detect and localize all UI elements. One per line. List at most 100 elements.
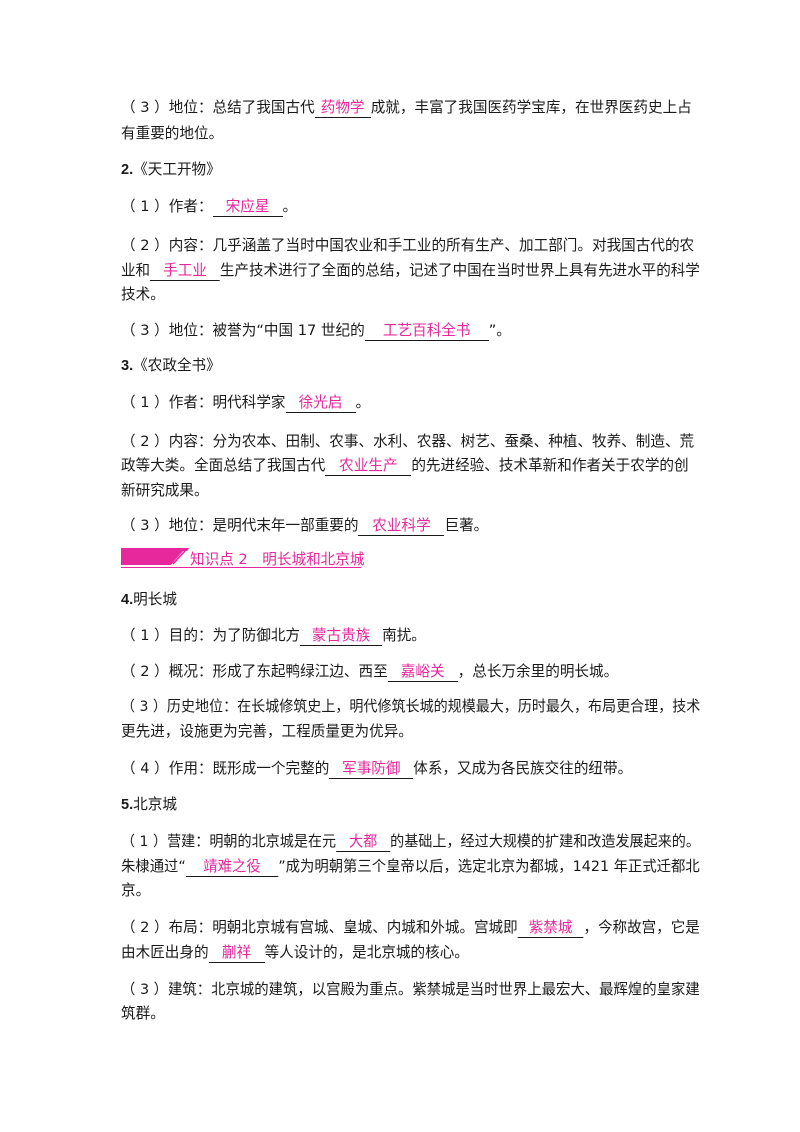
text: （ 1 ）作者： bbox=[121, 198, 213, 215]
text: ，总长万余里的明长城。 bbox=[457, 663, 619, 680]
text: （ 3 ）历史地位：在长城修筑史上，明代修筑长城的规模最大，历时最久，布局更合理… bbox=[121, 698, 701, 715]
text: （ 2 ）布局：明朝北京城有宫城、皇城、内城和外城。宫城即 bbox=[121, 919, 518, 936]
text: ”成为明朝第三个皇帝以后，选定北京为都城，1421 年正式迁都北 bbox=[278, 858, 700, 875]
heading-title: 《农政全书》 bbox=[133, 357, 221, 374]
beijing-p1-line3: 京。 bbox=[121, 881, 150, 901]
book1-p3-line2: 有重要的地位。 bbox=[121, 124, 223, 144]
heading-number: 5. bbox=[121, 797, 134, 813]
answer-blank: 军事防御 bbox=[329, 760, 414, 779]
answer-text: 农业生产 bbox=[339, 457, 398, 474]
text: （ 1 ）营建：明朝的北京城是在元 bbox=[121, 833, 337, 850]
answer-text: 农业科学 bbox=[372, 517, 431, 534]
book3-p3: （ 3 ）地位：是明代末年一部重要的农业科学巨著。 bbox=[121, 516, 488, 536]
text: 的基础上，经过大规模的扩建和改造发展起来的。 bbox=[390, 833, 700, 850]
text: （ 3 ）地位：是明代末年一部重要的 bbox=[121, 517, 359, 534]
book3-p2-line3: 新研究成果。 bbox=[121, 481, 209, 501]
answer-text: 手工业 bbox=[163, 262, 207, 279]
answer-text: 嘉峪关 bbox=[400, 663, 445, 680]
answer-blank: 嘉峪关 bbox=[387, 663, 458, 682]
answer-blank: 大都 bbox=[336, 833, 391, 852]
book2-p1: （ 1 ）作者： 宋应星。 bbox=[121, 197, 297, 217]
answer-text: 蒙古贵族 bbox=[311, 627, 371, 644]
text: ，今称故宫，它是 bbox=[583, 919, 700, 936]
book3-heading: 3.《农政全书》 bbox=[121, 356, 221, 376]
wall-p3-line2: 更先进，设施更为完善，工程质量更为优异。 bbox=[121, 722, 413, 742]
text: 等人设计的，是北京城的核心。 bbox=[264, 944, 469, 961]
wall-p4: （ 4 ）作用：既形成一个完整的军事防御体系，又成为各民族交往的纽带。 bbox=[121, 759, 632, 779]
text: 更先进，设施更为完善，工程质量更为优异。 bbox=[121, 723, 413, 740]
section-divider bbox=[121, 567, 361, 568]
text: 巨著。 bbox=[444, 517, 489, 534]
text: 。 bbox=[355, 394, 371, 411]
wall-p1: （ 1 ）目的：为了防御北方蒙古贵族南扰。 bbox=[121, 626, 426, 646]
text: 筑群。 bbox=[121, 1005, 165, 1022]
beijing-p1-line1: （ 1 ）营建：明朝的北京城是在元大都的基础上，经过大规模的扩建和改造发展起来的… bbox=[121, 832, 700, 852]
answer-text: 蒯祥 bbox=[221, 944, 252, 961]
text: ”。 bbox=[488, 322, 511, 339]
heading-title: 明长城 bbox=[133, 591, 177, 608]
book2-p2-line1: （ 2 ）内容：几乎涵盖了当时中国农业和手工业的所有生产、加工部门。对我国古代的… bbox=[121, 236, 694, 256]
text: 业和 bbox=[121, 262, 151, 279]
answer-blank: 紫禁城 bbox=[517, 919, 584, 938]
beijing-p2-line2: 由木匠出身的蒯祥等人设计的，是北京城的核心。 bbox=[121, 943, 469, 963]
section-marker-icon bbox=[121, 548, 189, 565]
answer-blank: 农业生产 bbox=[325, 457, 412, 476]
answer-text: 军事防御 bbox=[342, 760, 401, 777]
answer-text: 靖难之役 bbox=[203, 858, 261, 875]
text: 有重要的地位。 bbox=[121, 125, 224, 142]
answer-blank: 蒙古贵族 bbox=[300, 627, 383, 646]
answer-text: 大都 bbox=[349, 833, 378, 850]
heading-number: 2. bbox=[121, 162, 134, 178]
answer-blank: 靖难之役 bbox=[185, 858, 279, 877]
section-title: 知识点 2 明长城和北京城 bbox=[190, 551, 365, 568]
answer-text: 宋应星 bbox=[225, 198, 270, 215]
answer-blank: 手工业 bbox=[150, 262, 220, 281]
text: 体系，又成为各民族交往的纽带。 bbox=[413, 760, 633, 777]
beijing-p3-line2: 筑群。 bbox=[121, 1004, 165, 1024]
text: 。 bbox=[282, 198, 298, 215]
text: 新研究成果。 bbox=[121, 482, 209, 499]
book2-p2-line2: 业和手工业生产技术进行了全面的总结，记述了中国在当时世界上具有先进水平的科学 bbox=[121, 261, 700, 281]
book3-p2-line1: （ 2 ）内容：分为农本、田制、农事、水利、农器、树艺、蚕桑、种植、牧养、制造、… bbox=[121, 432, 694, 452]
answer-text: 工艺百科全书 bbox=[382, 322, 471, 339]
text: 生产技术进行了全面的总结，记述了中国在当时世界上具有先进水平的科学 bbox=[219, 262, 700, 279]
book2-p2-line3: 技术。 bbox=[121, 285, 165, 305]
text: 政等大类。全面总结了我国古代 bbox=[121, 457, 326, 474]
answer-blank: 蒯祥 bbox=[208, 944, 265, 963]
text: （ 2 ）内容：几乎涵盖了当时中国农业和手工业的所有生产、加工部门。对我国古代的… bbox=[121, 237, 695, 254]
book1-p3-line1: （ 3 ）地位：总结了我国古代药物学成就，丰富了我国医药学宝库，在世界医药史上占 bbox=[121, 98, 692, 118]
text: （ 3 ）地位：被誉为“中国 17 世纪的 bbox=[121, 322, 365, 339]
answer-text: 紫禁城 bbox=[528, 919, 573, 936]
book2-p3: （ 3 ）地位：被誉为“中国 17 世纪的工艺百科全书 ”。 bbox=[121, 321, 511, 341]
text: （ 2 ）概况：形成了东起鸭绿江边、西至 bbox=[121, 663, 388, 680]
answer-blank: 宋应星 bbox=[212, 198, 283, 217]
answer-blank: 农业科学 bbox=[358, 517, 445, 536]
text: （ 1 ）作者：明代科学家 bbox=[121, 394, 286, 411]
heading-title: 《天工开物》 bbox=[133, 161, 221, 178]
beijing-p2-line1: （ 2 ）布局：明朝北京城有宫城、皇城、内城和外城。宫城即紫禁城 ，今称故宫，它是 bbox=[121, 918, 700, 938]
answer-text: 徐光启 bbox=[298, 394, 343, 411]
wall-heading: 4.明长城 bbox=[121, 590, 177, 610]
answer-blank: 工艺百科全书 bbox=[364, 322, 489, 341]
text: 成就，丰富了我国医药学宝库，在世界医药史上占 bbox=[370, 99, 692, 116]
text: （ 2 ）内容：分为农本、田制、农事、水利、农器、树艺、蚕桑、种植、牧养、制造、… bbox=[121, 433, 695, 450]
text: 由木匠出身的 bbox=[121, 944, 209, 961]
answer-text: 药物学 bbox=[320, 99, 365, 116]
text: （ 1 ）目的：为了防御北方 bbox=[121, 627, 301, 644]
book3-p1: （ 1 ）作者：明代科学家徐光启。 bbox=[121, 393, 370, 413]
text: 的先进经验、技术革新和作者关于农学的创 bbox=[411, 457, 689, 474]
text: 技术。 bbox=[121, 286, 165, 303]
wall-p3-line1: （ 3 ）历史地位：在长城修筑史上，明代修筑长城的规模最大，历时最久，布局更合理… bbox=[121, 697, 700, 717]
wall-p2: （ 2 ）概况：形成了东起鸭绿江边、西至嘉峪关 ，总长万余里的明长城。 bbox=[121, 662, 618, 682]
answer-blank: 徐光启 bbox=[285, 394, 356, 413]
beijing-p1-line2: 朱棣通过“ 靖难之役 ”成为明朝第三个皇帝以后，选定北京为都城，1421 年正式迁都… bbox=[121, 857, 700, 877]
text: （ 3 ）地位：总结了我国古代 bbox=[121, 99, 315, 116]
text: 朱棣通过“ bbox=[121, 858, 186, 875]
book3-p2-line2: 政等大类。全面总结了我国古代农业生产的先进经验、技术革新和作者关于农学的创 bbox=[121, 456, 689, 476]
beijing-p3-line1: （ 3 ）建筑：北京城的建筑，以宫殿为重点。紫禁城是当时世界上最宏大、最辉煌的皇… bbox=[121, 980, 700, 1000]
heading-number: 3. bbox=[121, 358, 134, 374]
heading-title: 北京城 bbox=[133, 796, 177, 813]
beijing-heading: 5.北京城 bbox=[121, 795, 177, 815]
heading-number: 4. bbox=[121, 592, 134, 608]
